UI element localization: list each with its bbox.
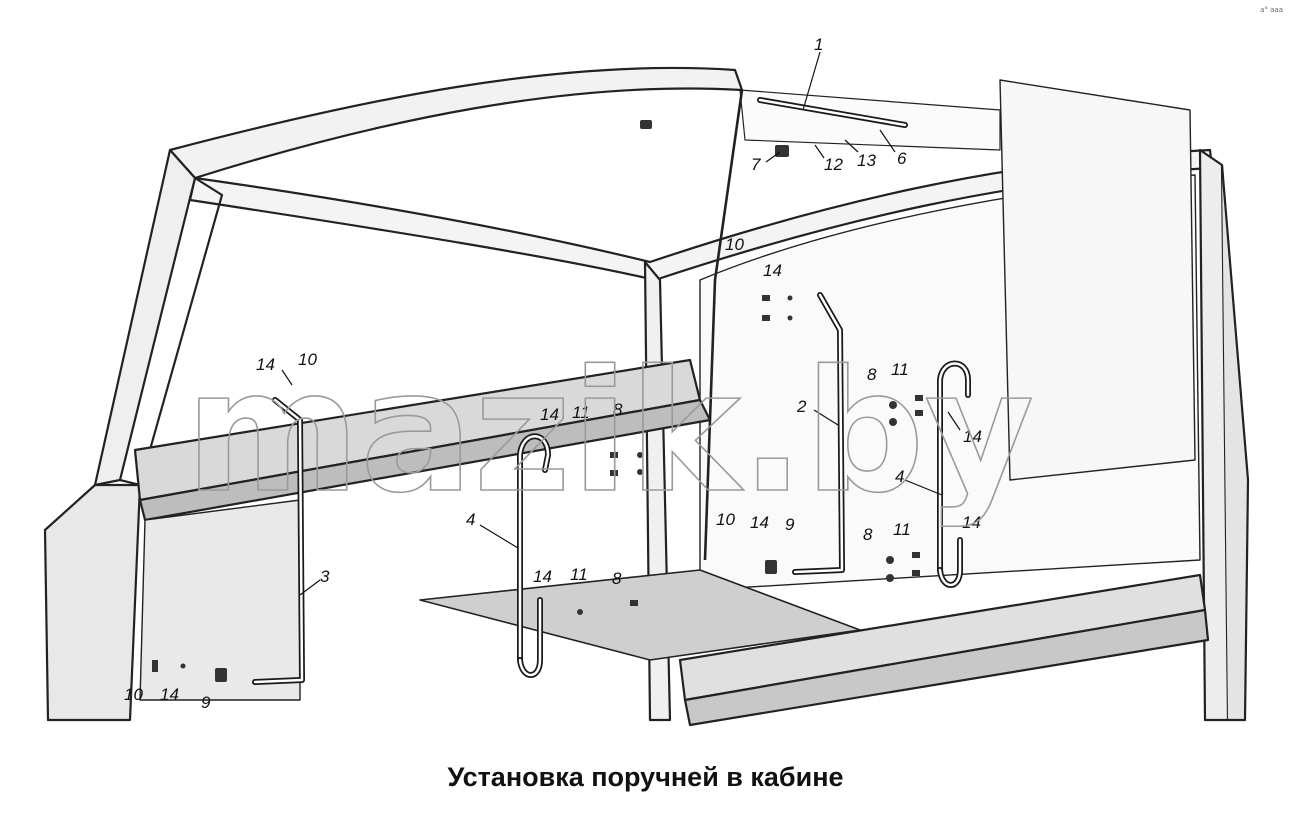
part-label-14: 14 bbox=[750, 513, 769, 532]
part-label-11: 11 bbox=[570, 565, 588, 584]
part-label-9: 9 bbox=[201, 693, 211, 712]
cab-frame bbox=[43, 66, 1250, 727]
part-label-14: 14 bbox=[540, 405, 559, 424]
leader-lines bbox=[281, 51, 961, 596]
left-door-frame bbox=[43, 483, 142, 722]
part-label-14: 14 bbox=[962, 513, 981, 532]
part-label-8: 8 bbox=[867, 365, 877, 384]
part-label-10: 10 bbox=[725, 235, 744, 254]
part-label-14: 14 bbox=[763, 261, 782, 280]
part-label-7: 7 bbox=[751, 155, 761, 174]
roof-front-rail bbox=[168, 66, 744, 180]
part-label-11: 11 bbox=[893, 520, 911, 539]
fasteners bbox=[152, 120, 923, 682]
part-label-3: 3 bbox=[320, 567, 330, 586]
part-label-14: 14 bbox=[533, 567, 552, 586]
part-label-8: 8 bbox=[863, 525, 873, 544]
corner-mark: a° aaa bbox=[1260, 6, 1283, 14]
part-label-14: 14 bbox=[963, 427, 982, 446]
handrails bbox=[252, 97, 971, 685]
part-label-11: 11 bbox=[891, 360, 909, 379]
part-label-9: 9 bbox=[785, 515, 795, 534]
part-label-10: 10 bbox=[124, 685, 143, 704]
figure-caption: Установка поручней в кабине bbox=[447, 762, 844, 792]
part-label-10: 10 bbox=[298, 350, 317, 369]
part-label-2: 2 bbox=[796, 397, 807, 416]
part-label-6: 6 bbox=[897, 149, 907, 168]
part-label-13: 13 bbox=[857, 151, 876, 170]
part-label-4: 4 bbox=[466, 510, 475, 529]
left-a-pillar bbox=[93, 148, 197, 487]
watermark: mazik.by bbox=[185, 334, 1034, 530]
part-label-8: 8 bbox=[613, 400, 623, 419]
part-label-14: 14 bbox=[256, 355, 275, 374]
rear-window bbox=[999, 79, 1196, 481]
part-label-1: 1 bbox=[814, 35, 823, 54]
part-label-12: 12 bbox=[824, 155, 843, 174]
part-label-8: 8 bbox=[612, 569, 622, 588]
part-label-10: 10 bbox=[716, 510, 735, 529]
left-side-panel bbox=[139, 499, 301, 701]
part-label-4: 4 bbox=[895, 467, 904, 486]
part-label-11: 11 bbox=[572, 403, 590, 422]
part-labels: 1 7 12 13 6 10 14 14 10 2 8 11 14 14 11 … bbox=[124, 35, 982, 712]
part-label-14: 14 bbox=[160, 685, 179, 704]
